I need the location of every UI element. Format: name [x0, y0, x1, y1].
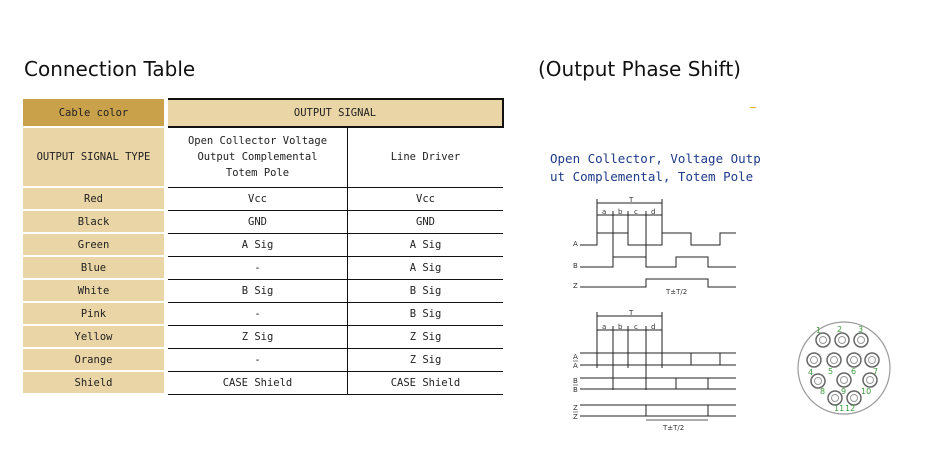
pin-label: 9 — [841, 387, 846, 396]
period-label: T — [628, 309, 634, 317]
timing-diagram-open-collector: T a b c d A B Z T±T/2 — [573, 196, 736, 296]
phase-shift-title: (Output Phase Shift) — [538, 57, 741, 81]
signal-a-inverted-waveform — [580, 352, 736, 366]
connector-pinout-icon: 1 2 3 4 5 6 7 8 9 10 11 12 — [797, 321, 891, 415]
phase-label-b: b — [618, 323, 623, 331]
table-row: Blue - A Sig — [23, 256, 503, 280]
pin-label: 2 — [837, 325, 842, 334]
pin-label: 12 — [845, 404, 855, 413]
signal-b-waveform — [580, 377, 736, 390]
table-row: Pink - B Sig — [23, 302, 503, 326]
open-collector-line-1: Open Collector Voltage — [187, 135, 328, 148]
signal-b-label: B — [573, 377, 578, 385]
table-row: Yellow Z Sig Z Sig — [23, 325, 503, 349]
open-collector-cell: CASE Shield — [166, 371, 348, 395]
subtitle-line-2: ut Complemental, Totem Pole — [550, 169, 754, 184]
subtitle-line-1: Open Collector, Voltage Outp — [550, 151, 761, 166]
pin-label: 8 — [820, 387, 825, 396]
phase-label-c: c — [634, 208, 638, 216]
cable-color-cell: White — [23, 279, 168, 303]
cable-color-cell: Yellow — [23, 325, 168, 349]
line-driver-cell: GND — [347, 210, 503, 234]
pin-label: 11 — [834, 404, 844, 413]
z-width-label: T±T/2 — [665, 288, 687, 296]
open-collector-line-2: Output Complemental — [197, 151, 318, 164]
period-label: T — [628, 196, 634, 204]
signal-z-waveform — [580, 278, 736, 288]
signal-z-inverted-waveform — [580, 404, 736, 417]
open-collector-cell: A Sig — [166, 233, 348, 257]
pin-label: 1 — [816, 326, 821, 335]
pin-label: 6 — [851, 367, 856, 376]
signal-z-label: Z — [573, 282, 578, 290]
signal-z-waveform — [580, 404, 736, 417]
orange-dash-mark — [750, 107, 756, 108]
cable-color-header: Cable color — [23, 99, 168, 128]
signal-a-label: A — [573, 240, 578, 248]
phase-label-a: a — [602, 208, 606, 216]
table-row: Red Vcc Vcc — [23, 187, 503, 211]
table-row: Orange - Z Sig — [23, 348, 503, 372]
line-driver-cell: A Sig — [347, 256, 503, 280]
timing-diagram-line-driver: T a b c d A A B B Z Z T±T/2 — [573, 309, 736, 432]
z-width-label: T±T/2 — [662, 424, 684, 432]
open-collector-cell: GND — [166, 210, 348, 234]
line-driver-cell: CASE Shield — [347, 371, 503, 395]
signal-z-label: Z — [573, 404, 578, 412]
phase-label-c: c — [634, 323, 638, 331]
signal-b-inverted-waveform — [580, 377, 736, 390]
line-driver-cell: A Sig — [347, 233, 503, 257]
phase-label-d: d — [651, 208, 655, 216]
open-collector-cell: Vcc — [166, 187, 348, 211]
open-collector-cell: - — [166, 302, 348, 326]
open-collector-cell: B Sig — [166, 279, 348, 303]
line-driver-cell: B Sig — [347, 302, 503, 326]
phase-label-d: d — [651, 323, 655, 331]
output-signal-header: OUTPUT SIGNAL — [165, 98, 504, 128]
line-driver-cell: Z Sig — [347, 348, 503, 372]
cable-color-cell: Pink — [23, 302, 168, 326]
signal-a-waveform — [580, 232, 736, 246]
signal-a-inverted-label: A — [573, 362, 578, 370]
signal-b-waveform — [580, 256, 736, 268]
table-row: Black GND GND — [23, 210, 503, 234]
cable-color-cell: Shield — [23, 371, 168, 395]
table-row: Green A Sig A Sig — [23, 233, 503, 257]
open-collector-header: Open Collector Voltage Output Complement… — [166, 127, 348, 188]
signal-z-inverted-label: Z — [573, 413, 578, 421]
line-driver-cell: Vcc — [347, 187, 503, 211]
open-collector-cell: - — [166, 348, 348, 372]
phase-label-a: a — [602, 323, 606, 331]
connection-table: Cable color OUTPUT SIGNAL OUTPUT SIGNAL … — [23, 98, 504, 395]
signal-b-label: B — [573, 262, 578, 270]
table-row: Shield CASE Shield CASE Shield — [23, 371, 503, 395]
connection-table-title: Connection Table — [24, 57, 196, 81]
table-row: White B Sig B Sig — [23, 279, 503, 303]
line-driver-cell: Z Sig — [347, 325, 503, 349]
cable-color-cell: Green — [23, 233, 168, 257]
pin-label: 10 — [861, 387, 871, 396]
line-driver-header: Line Driver — [347, 127, 503, 188]
pin-label: 7 — [873, 367, 878, 376]
signal-b-inverted-label: B — [573, 386, 578, 394]
signal-a-label: A — [573, 353, 578, 361]
phase-label-b: b — [618, 208, 623, 216]
signal-type-header: OUTPUT SIGNAL TYPE — [23, 127, 168, 188]
line-driver-cell: B Sig — [347, 279, 503, 303]
open-collector-cell: Z Sig — [166, 325, 348, 349]
cable-color-cell: Blue — [23, 256, 168, 280]
open-collector-cell: - — [166, 256, 348, 280]
pin-label: 3 — [858, 325, 863, 334]
open-collector-line-3: Totem Pole — [225, 167, 290, 180]
pin-label: 5 — [828, 367, 833, 376]
pin-label: 4 — [808, 368, 813, 377]
diagram-subtitle: Open Collector, Voltage Outp ut Compleme… — [550, 150, 761, 186]
cable-color-cell: Orange — [23, 348, 168, 372]
signal-a-waveform — [580, 352, 736, 366]
cable-color-cell: Red — [23, 187, 168, 211]
cable-color-cell: Black — [23, 210, 168, 234]
